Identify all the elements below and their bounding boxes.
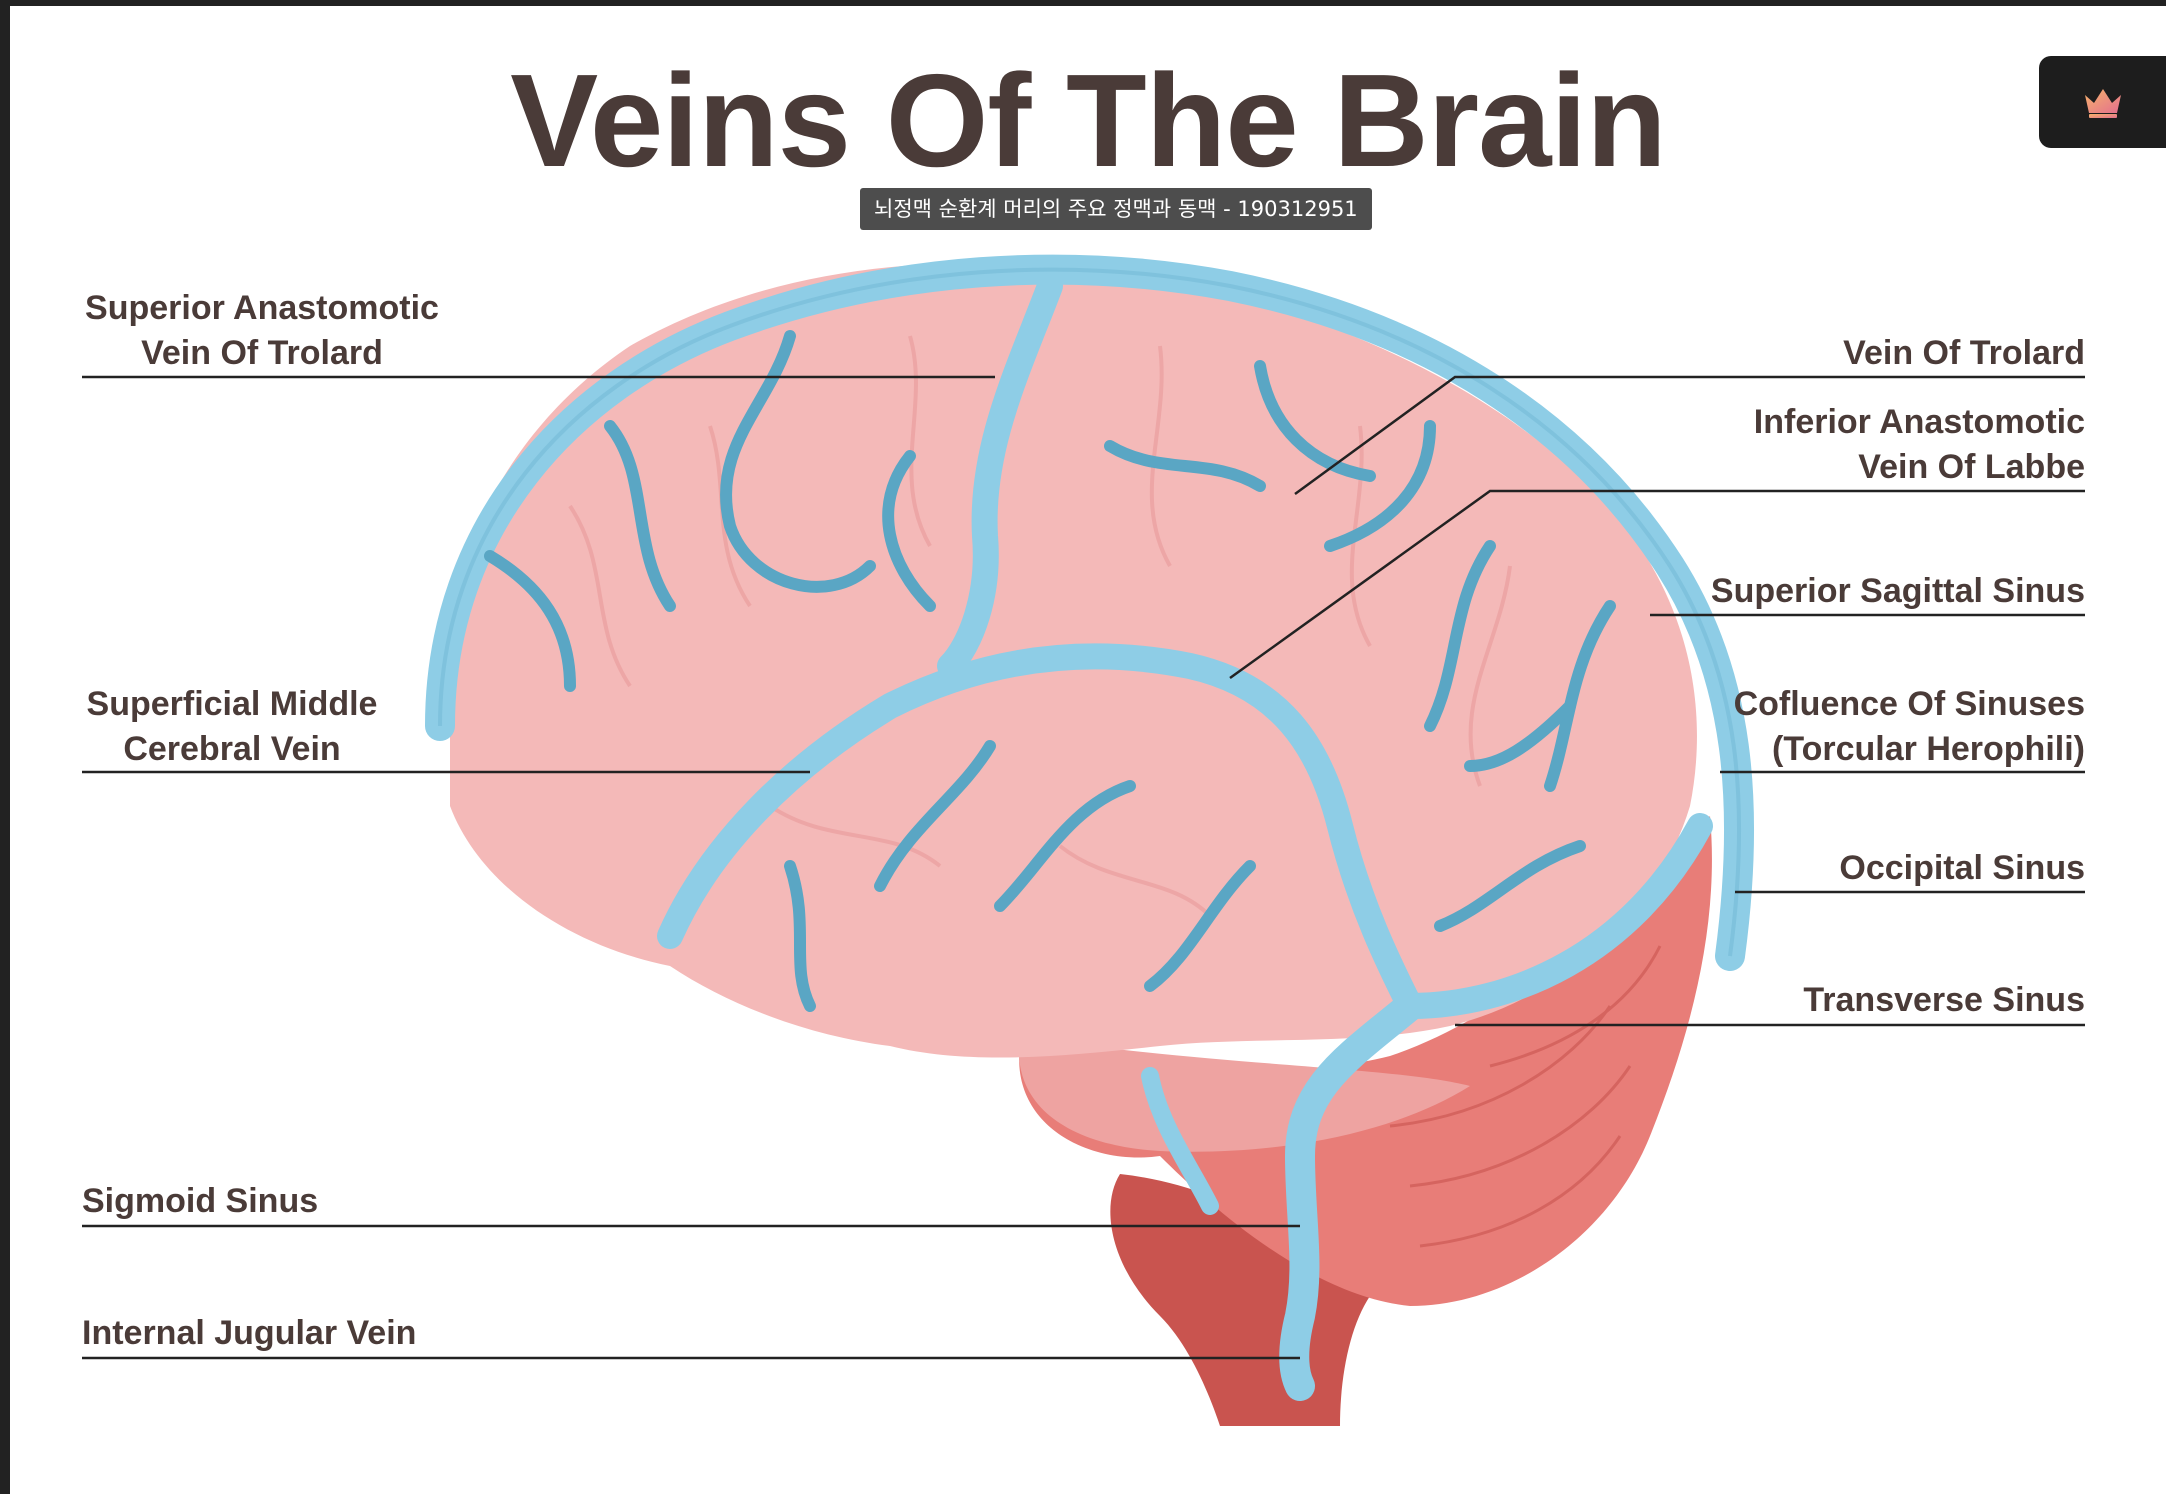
label-line: Superior Anastomotic bbox=[85, 289, 439, 327]
label-line: (Torcular Herophili) bbox=[1772, 730, 2085, 768]
brain-illustration bbox=[82, 254, 2085, 1426]
label-line: Vein Of Trolard bbox=[1843, 334, 2085, 372]
middle-cerebral-vein bbox=[657, 643, 1423, 1019]
premium-button[interactable] bbox=[2039, 56, 2166, 148]
label-line: Vein Of Trolard bbox=[141, 334, 383, 372]
label-line: Sigmoid Sinus bbox=[82, 1182, 319, 1220]
label-sigmoid-sinus: Sigmoid Sinus bbox=[82, 1179, 318, 1224]
diagram-canvas: Veins Of The Brain Superior Anastomotic … bbox=[10, 6, 2166, 1494]
leader-trolard bbox=[1294, 375, 2085, 496]
label-line: Inferior Anastomotic bbox=[1753, 403, 2085, 441]
label-transverse-sinus: Transverse Sinus bbox=[1803, 978, 2085, 1023]
label-line: Vein Of Labbe bbox=[1858, 448, 2085, 486]
label-line: Superior Sagittal Sinus bbox=[1710, 572, 2085, 610]
label-superior-sagittal-sinus: Superior Sagittal Sinus bbox=[1711, 569, 2085, 614]
image-id-tooltip: 뇌정맥 순환계 머리의 주요 정맥과 동맥 - 190312951 bbox=[860, 188, 1372, 230]
temporal-lobe-underside bbox=[1018, 1036, 1470, 1152]
label-internal-jugular-vein: Internal Jugular Vein bbox=[82, 1311, 416, 1356]
crown-icon bbox=[2084, 89, 2121, 118]
label-line: Internal Jugular Vein bbox=[82, 1314, 417, 1352]
label-line: Superficial Middle bbox=[86, 685, 378, 723]
page-title: Veins Of The Brain bbox=[510, 47, 1667, 194]
sigmoid-sinus-vein bbox=[1279, 991, 1425, 1401]
label-superficial-middle-cerebral-vein: Superficial Middle Cerebral Vein bbox=[82, 682, 382, 772]
label-line: Cerebral Vein bbox=[123, 730, 341, 768]
label-vein-of-trolard: Vein Of Trolard bbox=[1843, 331, 2085, 376]
label-inferior-anastomotic-vein-of-labbe: Inferior Anastomotic Vein Of Labbe bbox=[1754, 400, 2085, 490]
leader-labbe bbox=[1229, 489, 2085, 680]
label-line: Transverse Sinus bbox=[1803, 981, 2085, 1019]
trolard-vein bbox=[937, 273, 1063, 679]
transverse-sinus-vein bbox=[1397, 813, 1713, 1019]
label-occipital-sinus: Occipital Sinus bbox=[1839, 846, 2085, 891]
label-line: Cofluence Of Sinuses bbox=[1733, 685, 2085, 723]
label-line: Occipital Sinus bbox=[1839, 849, 2085, 887]
label-confluence-of-sinuses: Cofluence Of Sinuses (Torcular Herophili… bbox=[1734, 682, 2085, 772]
label-superior-anastomotic-vein-of-trolard: Superior Anastomotic Vein Of Trolard bbox=[82, 286, 442, 376]
